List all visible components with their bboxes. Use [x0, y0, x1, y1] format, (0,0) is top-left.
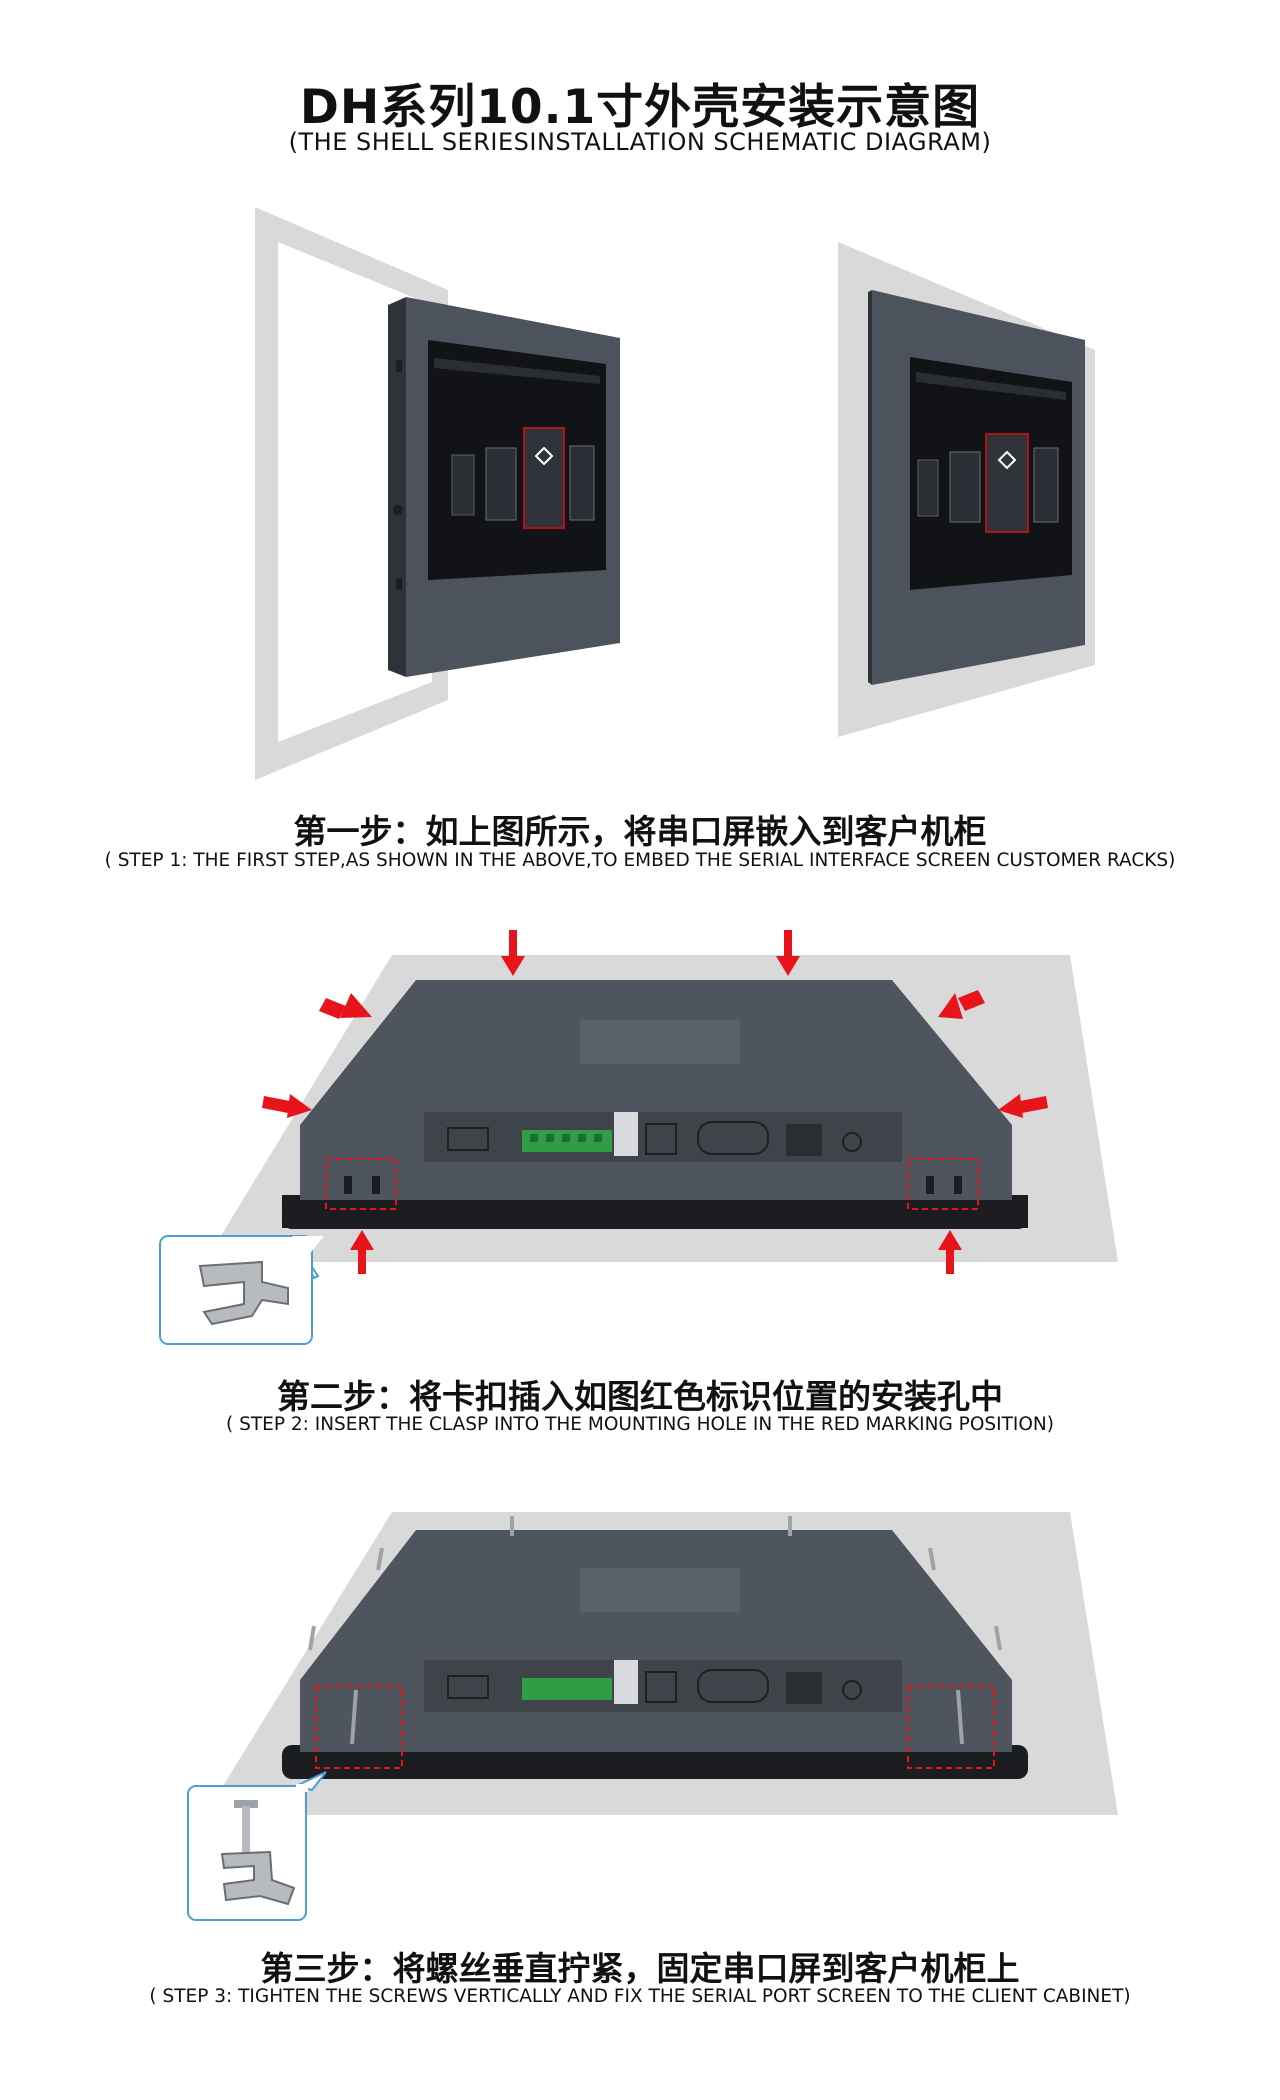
step1-illustration: [255, 207, 1095, 780]
clip-callout: [159, 1235, 324, 1345]
hmi-panel-right: [868, 290, 1085, 685]
step3-title: 第三步：将螺丝垂直拧紧，固定串口屏到客户机柜上: [260, 1949, 1020, 1988]
step1-subtitle: ( STEP 1: THE FIRST STEP,AS SHOWN IN THE…: [104, 850, 1176, 871]
page-subtitle: (THE SHELL SERIESINSTALLATION SCHEMATIC …: [288, 128, 992, 156]
mount-marker-left: [315, 1685, 403, 1769]
hmi-back: [282, 980, 1028, 1229]
page-title: DH系列10.1寸外壳安装示意图: [299, 80, 981, 135]
step3-illustration: [187, 1512, 1118, 1921]
mount-marker-right: [907, 1158, 979, 1210]
step1-title: 第一步：如上图所示，将串口屏嵌入到客户机柜: [293, 812, 987, 851]
arrow-icon: [262, 930, 1048, 1274]
mount-marker-left: [325, 1158, 397, 1210]
hmi-panel-left: [388, 297, 620, 677]
clip-icon: [220, 1850, 296, 1906]
step3-subtitle: ( STEP 3: TIGHTEN THE SCREWS VERTICALLY …: [149, 1986, 1131, 2007]
screw-callout: [187, 1771, 327, 1921]
clip-icon: [198, 1260, 289, 1326]
step2-subtitle: ( STEP 2: INSERT THE CLASP INTO THE MOUN…: [226, 1414, 1054, 1435]
step2-title: 第二步：将卡扣插入如图红色标识位置的安装孔中: [277, 1377, 1003, 1416]
screw-icon: [308, 1516, 1002, 1745]
step2-illustration: [159, 930, 1118, 1345]
hmi-back: [282, 1530, 1028, 1779]
mount-marker-right: [907, 1685, 995, 1769]
